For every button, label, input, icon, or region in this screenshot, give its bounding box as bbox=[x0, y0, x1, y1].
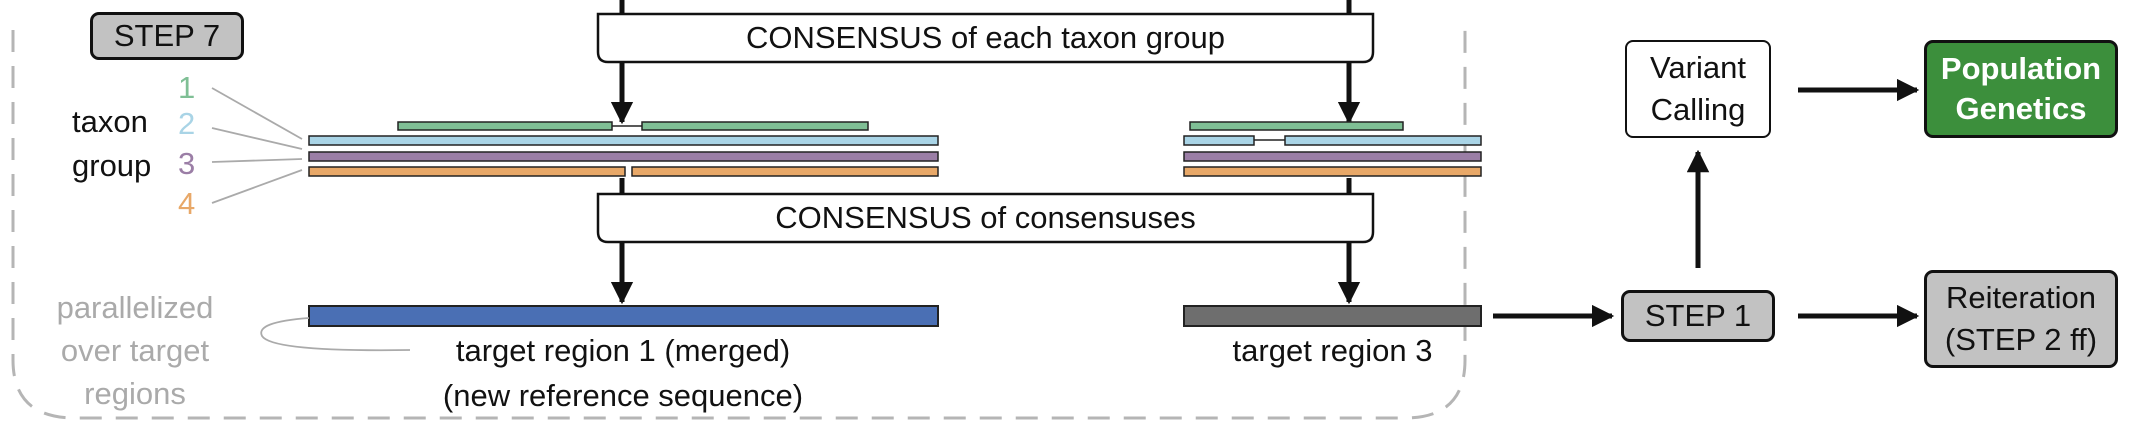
target-region-1-label: target region 1 (merged) bbox=[455, 333, 791, 368]
taxon-number-2: 2 bbox=[178, 106, 196, 141]
taxon1-bar-left-b bbox=[641, 121, 869, 131]
population-genetics-box: Population Genetics bbox=[1924, 40, 2118, 138]
consensus-bottom-box bbox=[596, 192, 1375, 244]
reiteration-line1: Reiteration bbox=[1946, 280, 2096, 316]
group-label: group bbox=[72, 148, 152, 183]
taxon-number-1: 1 bbox=[178, 70, 196, 105]
taxon3-bar-right bbox=[1183, 151, 1482, 162]
step1-box: STEP 1 bbox=[1621, 290, 1775, 342]
reiteration-box: Reiteration (STEP 2 ff) bbox=[1924, 270, 2118, 368]
taxon-number-3: 3 bbox=[178, 146, 196, 181]
taxon2-bar-left bbox=[308, 135, 939, 146]
taxon3-bar-left bbox=[308, 151, 939, 162]
target-region-3-label: target region 3 bbox=[1232, 333, 1433, 368]
consensus-bottom-label: CONSENSUS of consensuses bbox=[775, 200, 1196, 235]
target-region-1-sublabel: (new reference sequence) bbox=[442, 378, 804, 413]
taxon2-bar-right-a bbox=[1183, 135, 1255, 146]
population-genetics-line2: Genetics bbox=[1955, 91, 2087, 126]
consensus-top-label: CONSENSUS of each taxon group bbox=[745, 20, 1226, 55]
target-region-1-bar bbox=[308, 305, 939, 327]
taxon-label: taxon bbox=[72, 104, 148, 139]
step7-dashed-region bbox=[11, 30, 1467, 420]
parallel-note-line3: regions bbox=[84, 376, 186, 411]
taxon1-bar-left-a bbox=[397, 121, 613, 131]
reiteration-line2: (STEP 2 ff) bbox=[1944, 322, 2098, 357]
variant-calling-line1: Variant bbox=[1650, 50, 1746, 86]
population-genetics-line1: Population bbox=[1940, 50, 2102, 86]
parallel-note-curve bbox=[260, 317, 411, 352]
taxon-connector-lines bbox=[211, 87, 303, 204]
taxon1-bar-right bbox=[1189, 121, 1404, 131]
taxon2-bar-right-b bbox=[1284, 135, 1482, 146]
taxon4-bar-left-a bbox=[308, 166, 626, 177]
consensus-top-box bbox=[596, 12, 1375, 64]
step7-badge: STEP 7 bbox=[90, 12, 244, 60]
taxon-bars-region-right bbox=[1183, 121, 1482, 177]
parallel-note-line1: parallelized bbox=[56, 290, 214, 325]
taxon4-bar-left-b bbox=[631, 166, 939, 177]
taxon4-bar-right bbox=[1183, 166, 1482, 177]
step1-label: STEP 1 bbox=[1644, 298, 1752, 333]
taxon-number-4: 4 bbox=[178, 186, 196, 221]
variant-calling-box: Variant Calling bbox=[1625, 40, 1771, 138]
variant-calling-line2: Calling bbox=[1650, 92, 1746, 127]
taxon-bars-region-left bbox=[308, 121, 939, 177]
parallel-note-line2: over target bbox=[60, 333, 210, 368]
target-region-3-bar bbox=[1183, 305, 1482, 327]
step7-label: STEP 7 bbox=[113, 18, 221, 53]
